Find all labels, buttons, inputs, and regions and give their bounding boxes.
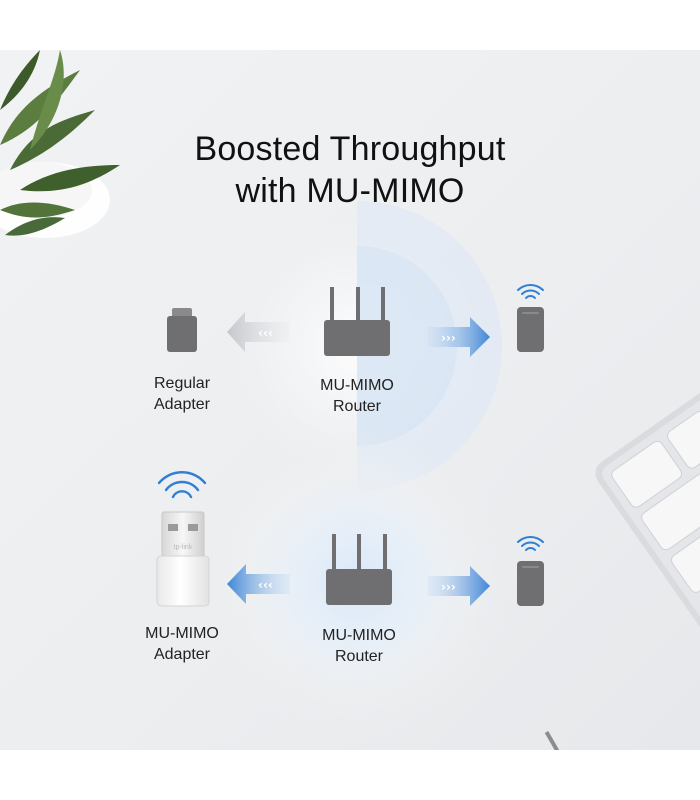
- bottom-phone-icon: [517, 561, 544, 606]
- mu-mimo-adapter-icon: tp-link: [156, 511, 210, 607]
- bottom-scenario: tp-link ‹‹‹ ›››: [156, 428, 544, 738]
- regular-adapter-icon: [167, 308, 197, 352]
- bottom-wifi-icon: [517, 535, 544, 551]
- headline: Boosted Throughput with MU-MIMO: [0, 128, 700, 212]
- top-scenario: ‹‹‹ ›››: [167, 201, 544, 491]
- illustration: ‹‹‹ ›››: [0, 50, 700, 750]
- top-left-arrow: ‹‹‹: [227, 312, 290, 352]
- top-left-label: Regular Adapter: [153, 375, 211, 413]
- top-center-label: MU-MIMO Router: [320, 377, 394, 415]
- top-wifi-icon: [517, 283, 544, 299]
- top-right-arrow-chevrons: ›››: [441, 331, 456, 345]
- bottom-left-label: MU-MIMO Adapter: [145, 625, 219, 663]
- product-graphic: ‹‹‹ ›››: [0, 50, 700, 750]
- keyboard-decoration: [595, 349, 700, 735]
- bottom-left-arrow-chevrons: ‹‹‹: [258, 578, 273, 592]
- adapter-wifi-icon: [157, 471, 207, 499]
- top-right-arrow: ›››: [428, 317, 490, 357]
- bottom-right-arrow-chevrons: ›››: [441, 580, 456, 594]
- adapter-brand-text: tp-link: [174, 544, 193, 551]
- top-left-arrow-chevrons: ‹‹‹: [258, 326, 273, 340]
- headline-line-2: with MU-MIMO: [235, 172, 465, 210]
- bottom-router-icon: [326, 534, 392, 605]
- headline-line-1: Boosted Throughput: [194, 130, 506, 168]
- top-router-icon: [324, 287, 390, 356]
- bottom-right-arrow: ›››: [428, 566, 490, 606]
- bottom-center-label: MU-MIMO Router: [322, 627, 396, 665]
- bottom-left-arrow: ‹‹‹: [227, 564, 290, 604]
- pen-decoration: [544, 731, 564, 750]
- top-phone-icon: [517, 307, 544, 352]
- plant-decoration: [0, 50, 120, 238]
